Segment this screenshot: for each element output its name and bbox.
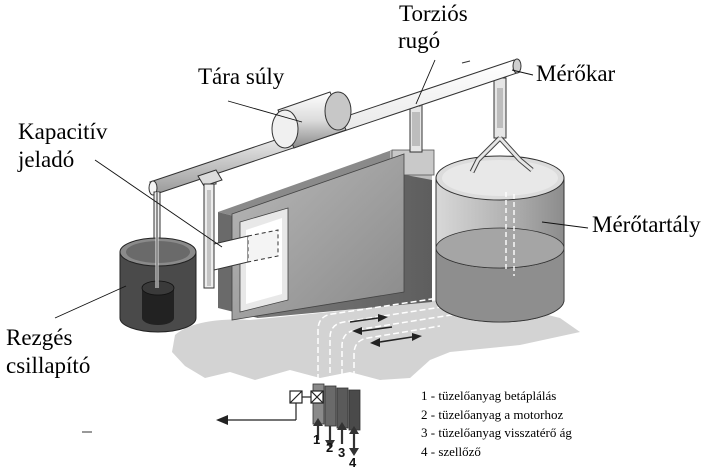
legend-item-3: 3 - tüzelőanyag visszatérő ág (421, 425, 572, 440)
tick-marks (82, 60, 471, 433)
label-tare-weight: Tára súly (198, 64, 285, 89)
legend-item-2: 2 - tüzelőanyag a motorhoz (421, 406, 564, 422)
leader-lines (54, 59, 589, 319)
legend: 1 - tüzelőanyag betáplálás 2 - tüzelőany… (421, 387, 572, 461)
label-capacitive-line1: Kapacitív (18, 119, 108, 144)
label-torsion-spring-line2: rugó (398, 28, 441, 53)
tare-weight (271, 91, 352, 149)
label-measuring-tank: Mérőtartály (592, 212, 701, 237)
legend-item-4: 4 - szellőző (421, 443, 481, 459)
label-damper-line1: Rezgés (6, 325, 73, 350)
pipe-number-3: 3 (338, 445, 346, 460)
pipe-arrows (313, 418, 359, 456)
pipe-number-4: 4 (349, 455, 357, 470)
flow-arrows (349, 314, 422, 347)
label-torsion-spring-line1: Torziós (399, 1, 468, 26)
capacitive-sensor (213, 229, 279, 271)
pipe-number-2: 2 (326, 440, 334, 455)
legend-item-1: 1 - tüzelőanyag betáplálás (421, 388, 557, 403)
pipe-number-1: 1 (313, 432, 321, 447)
label-damper-line2: csillapító (6, 353, 91, 378)
tank-hanger (469, 77, 534, 174)
label-capacitive-line2: jeladó (18, 147, 75, 172)
vibration-damper (119, 192, 197, 333)
valve-symbols (216, 390, 324, 425)
label-measuring-arm: Mérőkar (536, 61, 616, 86)
measuring-tank (435, 155, 565, 323)
capacitor-plate (231, 153, 405, 321)
